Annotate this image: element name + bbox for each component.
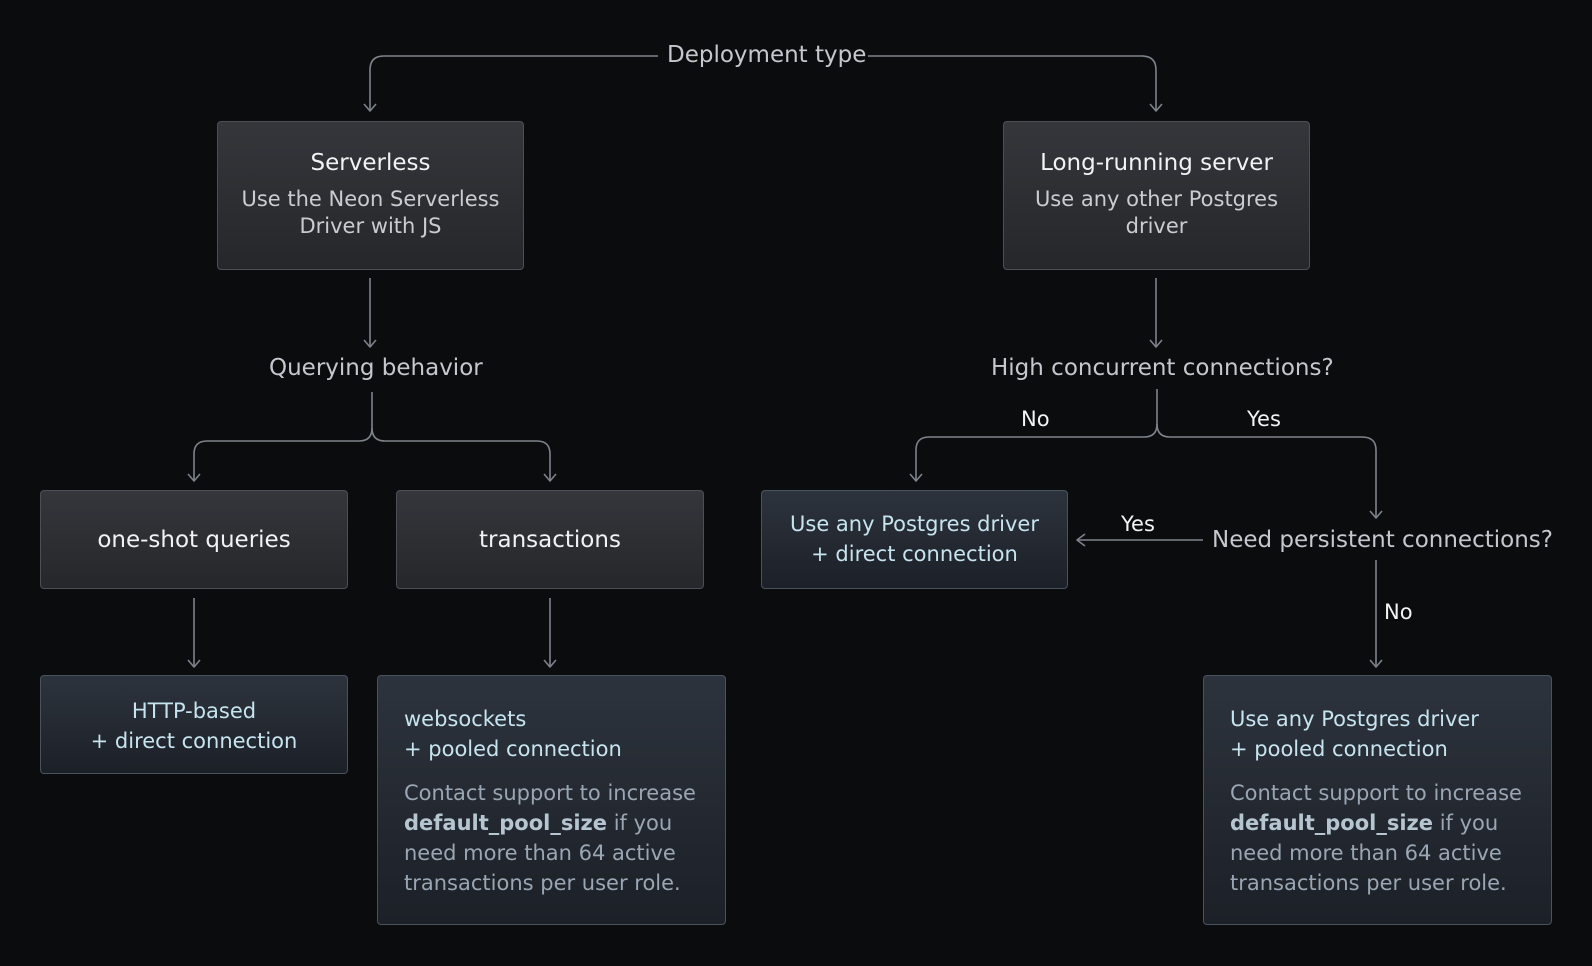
websockets-result-box: websockets + pooled connection Contact s… [377,675,726,925]
edge-label-yes-persistent: Yes [1121,512,1155,536]
http-result-box: HTTP-based + direct connection [40,675,348,774]
connector-root-longrunning [868,55,1157,110]
arrowhead-querying [363,339,377,348]
edge-label-yes-right: Yes [1247,407,1281,431]
pooled-line1: Use any Postgres driver [1230,707,1479,731]
edge-label-no-left: No [1021,407,1050,431]
querying-behavior-label: Querying behavior [269,355,483,381]
pooled-note: Contact support to increase default_pool… [1230,778,1525,898]
websockets-note-line1: Contact support to increase [404,781,696,805]
arrowhead-direct-yes [1076,533,1086,547]
one-shot-box: one-shot queries [40,490,348,589]
websockets-note: Contact support to increase default_pool… [404,778,699,898]
pooled-note-line3: need more than 64 active [1230,841,1502,865]
direct-line2: + direct connection [811,542,1018,566]
pooled-note-line2-rest: if you [1433,811,1499,835]
pooled-note-line4: transactions per user role. [1230,871,1507,895]
transactions-label: transactions [479,526,621,553]
arrowhead-websockets [543,659,557,668]
connector-querying-oneshot [193,392,373,480]
long-running-subtitle-line2: driver [1125,214,1188,238]
pooled-result-box: Use any Postgres driver + pooled connect… [1203,675,1552,925]
arrowhead-direct [909,473,923,482]
arrowhead-transactions [543,473,557,482]
long-running-subtitle: Use any other Postgres driver [1004,186,1309,240]
serverless-subtitle: Use the Neon Serverless Driver with JS [218,186,523,240]
websockets-note-line4: transactions per user role. [404,871,681,895]
connector-concurrency-no [915,389,1158,480]
long-running-box: Long-running server Use any other Postgr… [1003,121,1310,270]
high-concurrency-question: High concurrent connections? [991,355,1334,381]
serverless-subtitle-line1: Use the Neon Serverless [241,187,500,211]
serverless-box: Serverless Use the Neon Serverless Drive… [217,121,524,270]
arrowhead-http [187,659,201,668]
arrowhead-persistent [1369,510,1383,519]
websockets-note-line3: need more than 64 active [404,841,676,865]
serverless-title: Serverless [310,150,431,176]
one-shot-label: one-shot queries [97,526,291,553]
root-deployment-type: Deployment type [667,42,867,68]
direct-line1: Use any Postgres driver [790,512,1039,536]
long-running-title: Long-running server [1040,150,1273,176]
websockets-note-bold: default_pool_size [404,811,608,835]
transactions-box: transactions [396,490,704,589]
arrowhead-serverless [363,103,377,112]
http-line1: HTTP-based [131,699,257,723]
direct-connection-box: Use any Postgres driver + direct connect… [761,490,1068,589]
connector-root-serverless [369,55,658,110]
websockets-note-line2-rest: if you [607,811,673,835]
pooled-note-line1: Contact support to increase [1230,781,1522,805]
arrowhead-oneshot [187,473,201,482]
http-line2: + direct connection [90,729,298,753]
websockets-line1: websockets [404,707,527,731]
websockets-line2: + pooled connection [404,737,622,761]
arrowhead-pooled [1369,659,1383,668]
connector-querying-transactions [371,427,551,480]
arrowhead-longrunning [1149,103,1163,112]
pooled-note-bold: default_pool_size [1230,811,1434,835]
persistent-connections-question: Need persistent connections? [1212,527,1553,553]
edge-label-no-persistent: No [1384,600,1413,624]
arrowhead-concurrency [1149,339,1163,348]
connector-concurrency-yes [1156,423,1377,517]
long-running-subtitle-line1: Use any other Postgres [1034,187,1279,211]
pooled-line2: + pooled connection [1230,737,1448,761]
serverless-subtitle-line2: Driver with JS [299,214,442,238]
